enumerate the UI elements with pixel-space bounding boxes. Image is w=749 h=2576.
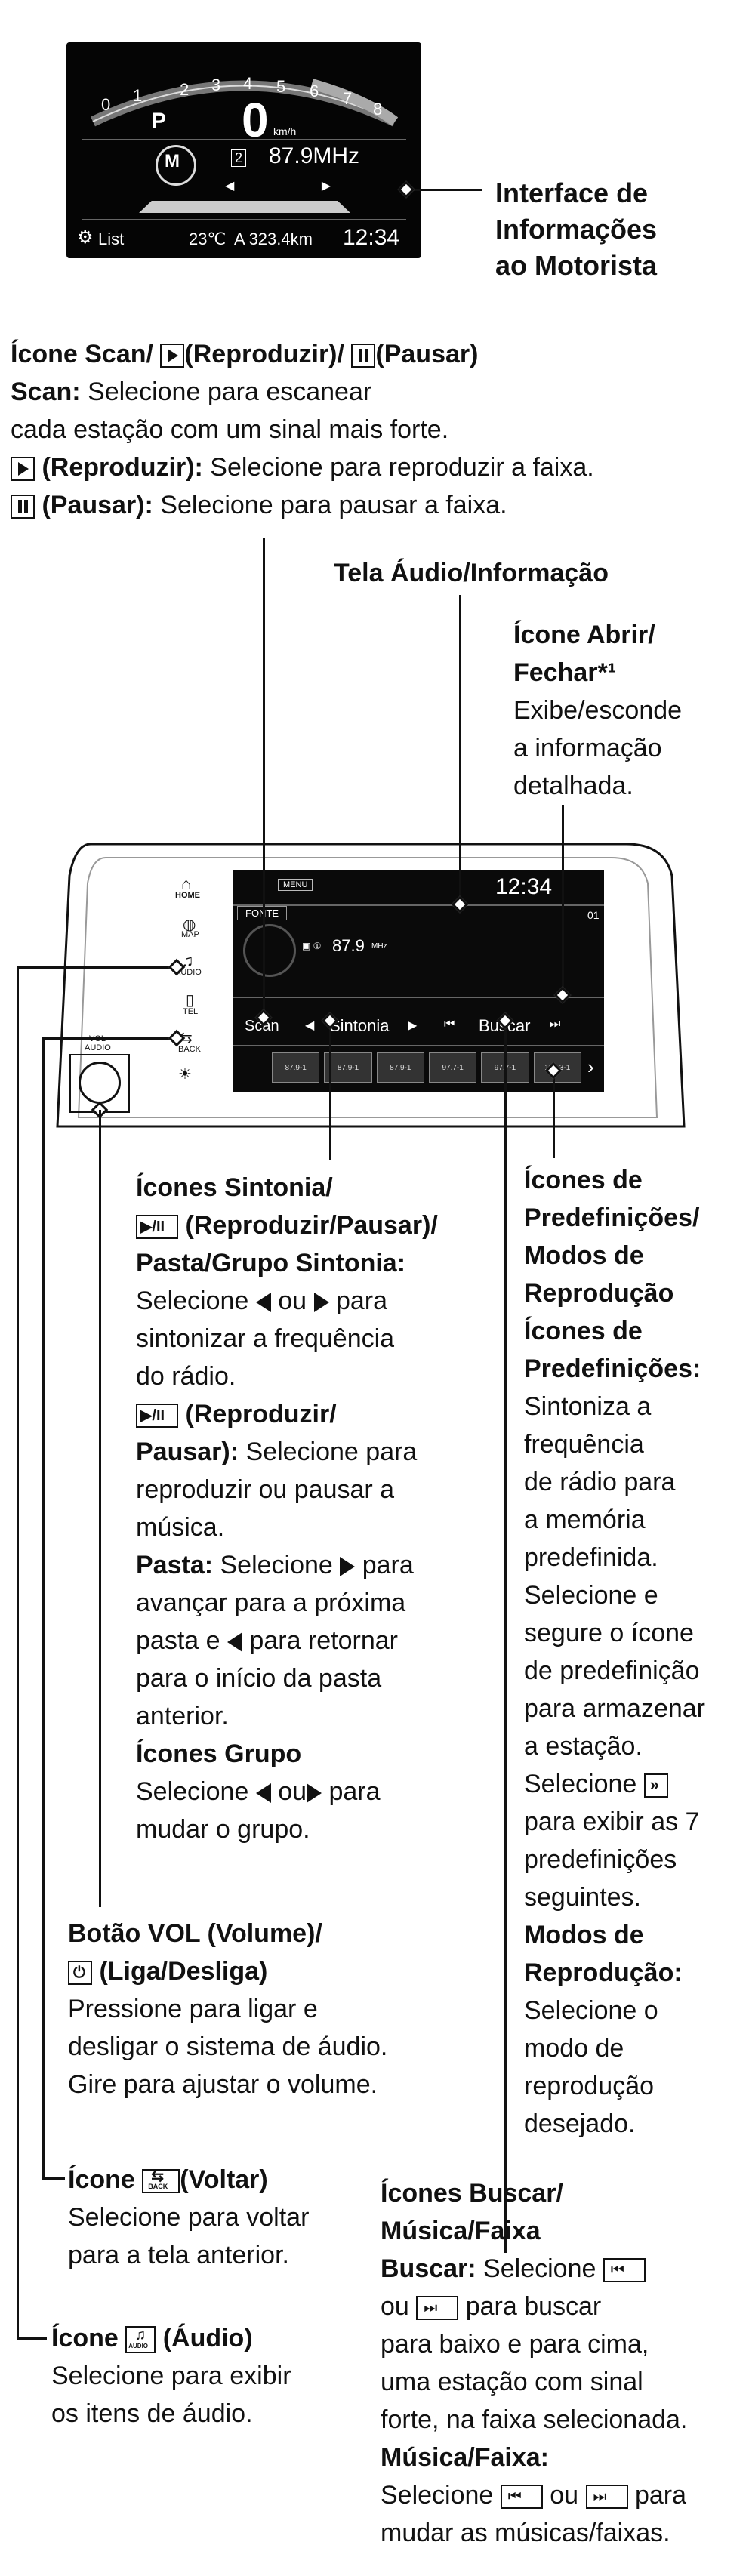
tela-label: Tela Áudio/Informação: [334, 559, 609, 587]
pause-icon: [351, 344, 376, 368]
vol-description: Botão VOL (Volume)/ ⏻ (Liga/Desliga) Pre…: [68, 1919, 388, 2099]
cluster-clock: 12:34: [343, 225, 400, 250]
rpm-5: 5: [276, 77, 286, 96]
back-icon: ⇆BACK: [142, 2168, 180, 2194]
cluster-bar: [139, 201, 350, 213]
tel-icon[interactable]: ▯: [186, 992, 195, 1009]
sintonia-label: Sintonia: [329, 1016, 390, 1035]
vol-knob[interactable]: [79, 1062, 121, 1104]
left-arrow-icon: [255, 1783, 271, 1804]
speed-unit: km/h: [273, 125, 297, 137]
open-close-description: Ícone Abrir/ Fechar*¹ Exibe/esconde a in…: [513, 621, 683, 800]
audio-icon[interactable]: ♫: [181, 951, 194, 970]
driver-info-label: Interface de Informações ao Motorista: [495, 177, 658, 281]
map-icon[interactable]: ◍: [183, 917, 196, 933]
rpm-4: 4: [243, 74, 253, 93]
rpm-6: 6: [310, 82, 319, 100]
source-icon-letter: M: [165, 151, 180, 171]
source-button[interactable]: FONTE: [237, 906, 288, 920]
seek-forward-icon: ⏭: [416, 2296, 459, 2321]
preset-button[interactable]: 87.9-1: [376, 1052, 424, 1083]
seek-back-icon: ⏮: [603, 2258, 646, 2283]
preset-button[interactable]: 87.9-1: [324, 1052, 372, 1083]
cluster-frequency: 87.9MHz: [269, 143, 360, 168]
play-icon: [160, 344, 185, 368]
seek-forward-icon: ⏭: [585, 2485, 628, 2510]
screen-clock: 12:34: [495, 874, 553, 899]
preset-indicator: ▣ ①: [302, 941, 322, 951]
preset-button[interactable]: 87.9-1: [272, 1052, 320, 1083]
gear-indicator: P: [151, 109, 167, 134]
more-presets-icon[interactable]: ›: [587, 1055, 594, 1078]
menu-button[interactable]: MENU: [278, 879, 313, 891]
tachometer-arc: [90, 79, 399, 127]
pause-icon: [11, 495, 35, 519]
scan-button[interactable]: Scan: [245, 1018, 279, 1034]
cluster-odometer: A 323.4km: [234, 230, 313, 248]
presets-description: Ícones de Predefinições/ Modos de Reprod…: [524, 1166, 706, 2138]
channel-number: 01: [587, 909, 600, 921]
cluster-list: List: [98, 230, 125, 248]
audio-screen: MENU 12:34 FONTE 01 ▣ ① 87.9 MHz Scan ◀ …: [233, 870, 604, 1092]
preset-button[interactable]: 97.7-1: [428, 1052, 477, 1083]
rpm-0: 0: [101, 95, 111, 114]
scan-description: Ícone Scan/ (Reproduzir)/ (Pausar) Scan:…: [11, 340, 594, 519]
home-label: HOME: [175, 891, 200, 900]
cluster-temp: 23℃: [189, 230, 227, 248]
driver-info-display: 0 1 2 3 4 5 6 7 8 P 0 km/h M 2 87.9MHz ◀…: [66, 42, 421, 258]
seek-back-icon: ⏮: [500, 2485, 543, 2510]
rpm-2: 2: [180, 80, 190, 99]
back-label: BACK: [178, 1045, 201, 1054]
radio-logo-icon: [243, 924, 296, 977]
power-icon: ⏻: [68, 1961, 92, 1986]
screen-frequency-unit: MHz: [371, 942, 387, 951]
vol-label-audio: AUDIO: [85, 1043, 111, 1052]
next-presets-icon: »: [643, 1773, 668, 1798]
rpm-7: 7: [343, 89, 353, 108]
screen-frequency: 87.9: [332, 936, 365, 955]
right-arrow-icon: [313, 1293, 329, 1313]
left-arrow-icon: [227, 1632, 242, 1653]
audio-description: Ícone ♫AUDIO (Áudio) Selecione para exib…: [51, 2324, 291, 2428]
head-unit-outline: [56, 843, 686, 1128]
play-icon: [11, 457, 35, 482]
rpm-8: 8: [373, 100, 383, 119]
list-icon: ⚙: [77, 227, 94, 248]
sintonia-description: Ícones Sintonia/ ▶/II (Reproduzir/Pausar…: [136, 1173, 438, 1844]
tel-label: TEL: [183, 1007, 199, 1016]
brightness-icon[interactable]: ☀: [178, 1066, 192, 1083]
rpm-1: 1: [133, 86, 143, 105]
cluster-arrows: ◀ ▶: [225, 180, 331, 193]
back-description: Ícone ⇆BACK(Voltar) Selecione para volta…: [68, 2165, 310, 2269]
left-arrow-icon: [255, 1293, 271, 1313]
home-icon[interactable]: ⌂: [181, 874, 192, 893]
map-label: MAP: [181, 930, 199, 939]
rpm-3: 3: [211, 75, 221, 94]
audio-source-icon: [156, 145, 196, 186]
preset-row: 87.9-1 87.9-1 87.9-1 97.7-1 97.7-1 100.3…: [272, 1052, 581, 1083]
preset-badge: 2: [231, 149, 247, 167]
tune-left-button[interactable]: ◀: [305, 1019, 315, 1032]
play-pause-icon: ▶/II: [136, 1404, 178, 1428]
audio-icon: ♫AUDIO: [125, 2326, 156, 2354]
buscar-description: Ícones Buscar/ Música/Faixa Buscar: Sele…: [381, 2179, 688, 2547]
right-arrow-icon: [307, 1783, 322, 1804]
seek-back-button[interactable]: ⏮: [444, 1018, 455, 1031]
back-icon[interactable]: ⇆: [180, 1030, 193, 1046]
seek-forward-button[interactable]: ⏭: [550, 1018, 561, 1031]
play-pause-icon: ▶/II: [136, 1215, 178, 1240]
speed-readout: 0: [242, 93, 269, 147]
tune-right-button[interactable]: ▶: [408, 1019, 418, 1032]
right-arrow-icon: [340, 1557, 356, 1577]
